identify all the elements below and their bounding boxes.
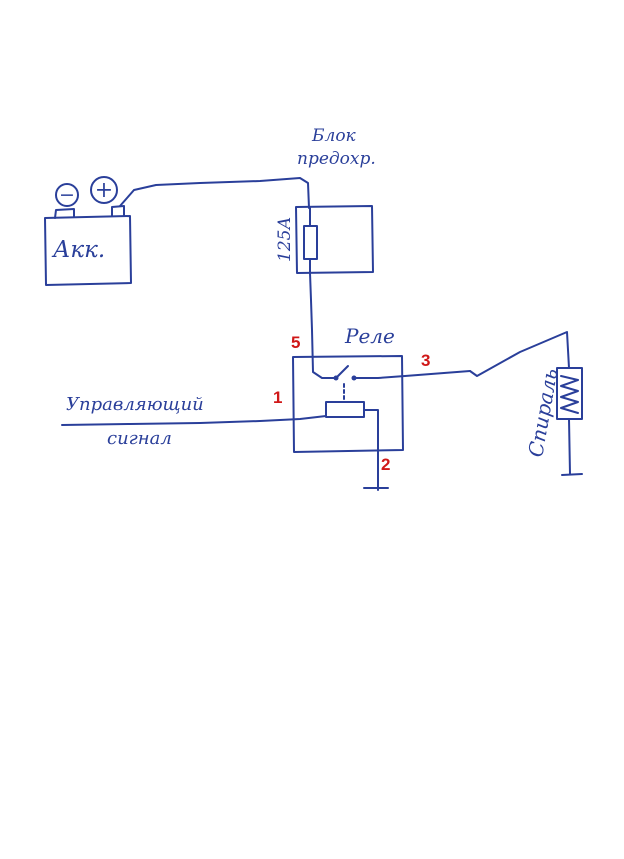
control-signal-label-line1: Управляющий <box>66 394 204 415</box>
control-signal-label-line2: сигнал <box>107 428 172 449</box>
battery: − + Акк. <box>44 176 132 286</box>
relay-coil-icon <box>325 401 365 418</box>
pin-3: 3 <box>421 351 430 370</box>
battery-plus-terminal-icon <box>90 176 118 204</box>
relay <box>292 355 471 491</box>
fuse-block: 125А <box>275 205 374 274</box>
relay-switch-arm <box>335 365 349 379</box>
wire-fuse-to-relay-pin5 <box>309 272 336 379</box>
wire-relay-pin3-to-heater <box>353 370 471 379</box>
wire-to-heater <box>469 331 570 377</box>
fuse-icon <box>303 225 318 260</box>
fuse-block-label-line2: предохр. <box>297 149 376 169</box>
battery-minus-terminal-icon <box>55 183 79 207</box>
fuse-block-label-line1: Блок <box>311 126 357 146</box>
pin-5: 5 <box>291 333 300 352</box>
battery-minus-sign: − <box>59 184 75 206</box>
heater-ground-icon <box>561 473 583 476</box>
wire-control-signal <box>61 415 327 426</box>
heater-spiral-icon <box>560 375 579 414</box>
battery-label: Акк. <box>51 237 105 263</box>
fuse-rating: 125А <box>275 217 295 262</box>
heater: Спираль <box>469 331 583 476</box>
battery-plus-sign: + <box>95 178 113 203</box>
relay-label: Реле <box>344 324 395 348</box>
pin-1: 1 <box>273 388 282 407</box>
wire-battery-to-fuse <box>119 177 310 209</box>
pin-2: 2 <box>381 455 390 474</box>
